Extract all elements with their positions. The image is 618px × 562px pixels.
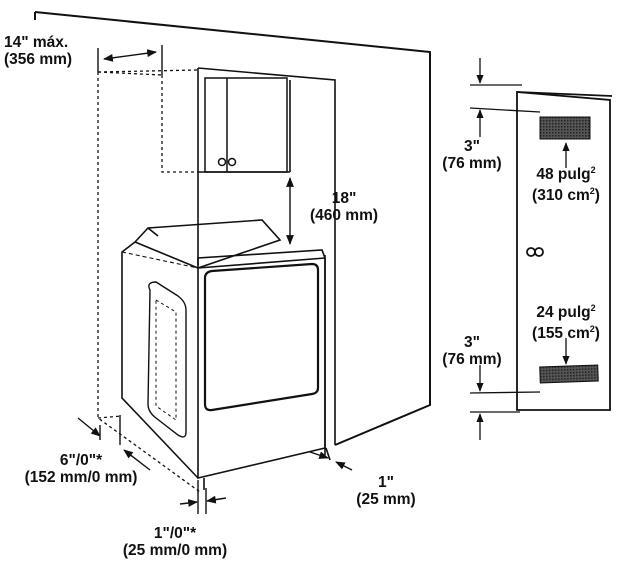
bottom-vent-area-label: 24 pulg2 (155 cm2)	[532, 303, 600, 342]
dryer	[121, 219, 331, 490]
upper-cabinet	[204, 77, 288, 173]
above-dryer-label: 18" (460 mm)	[309, 190, 379, 224]
front-clearance-label: 1"/0"* (25 mm/0 mm)	[122, 525, 228, 559]
door-dimension-lines	[469, 58, 570, 440]
closet-side-outline	[97, 69, 201, 493]
rear-clearance-label: 1" (25 mm)	[356, 474, 416, 508]
top-vent-offset-label: 3" (76 mm)	[442, 138, 502, 172]
width-max-label: 14" máx. (356 mm)	[4, 34, 73, 68]
top-vent-area-label: 48 pulg2 (310 cm2)	[532, 165, 600, 204]
closet-door-panel	[516, 91, 613, 411]
back-wall	[34, 11, 431, 446]
bottom-vent-opening	[539, 364, 599, 384]
top-vent-opening	[539, 116, 591, 140]
side-clearance-label: 6"/0"* (152 mm/0 mm)	[24, 452, 138, 486]
bottom-vent-offset-label: 3" (76 mm)	[442, 334, 502, 368]
dimension-lines	[77, 45, 353, 514]
